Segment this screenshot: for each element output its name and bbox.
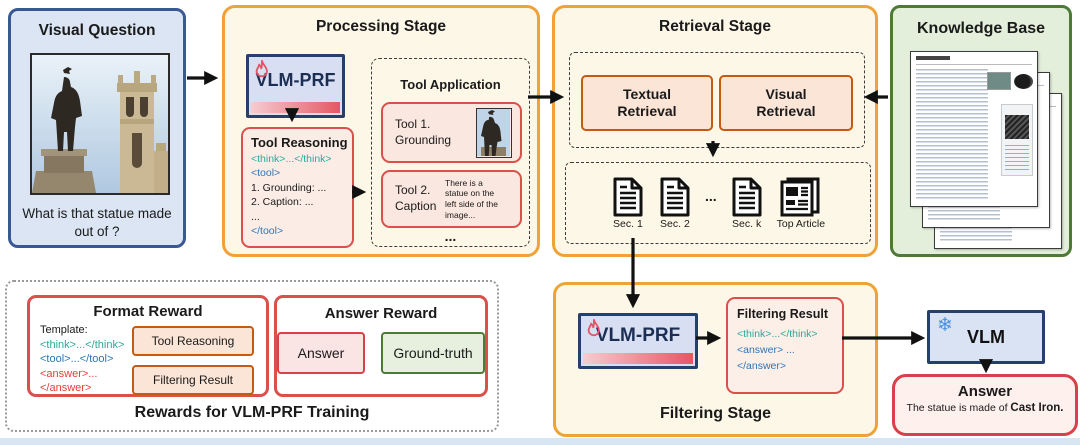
vlm-prf-label: VLM-PRF [595,325,681,346]
tool2-caption-box: Tool 2. Caption There is a statue on the… [381,170,522,228]
rewards-caption: Rewards for VLM-PRF Training [134,404,370,421]
ground-truth-chip: Ground-truth [381,332,485,374]
docs-ellipsis: ... [704,188,717,204]
query-image [30,53,170,195]
doc-sec-2: Sec. 2 [658,177,692,230]
tool1-line1: Tool 1. [395,116,431,131]
chip-filtering-result-label: Filtering Result [152,373,234,387]
template-think-tag: <think>...</think> [40,338,125,351]
visual-question-title: Visual Question [38,22,156,39]
tool-open-tag: <tool> [251,167,281,180]
chip-tool-reasoning-label: Tool Reasoning [151,334,235,348]
article-image-pan [1014,74,1033,89]
retrieval-stage: Retrieval Stage Textual Retrieval Visual… [552,5,878,257]
vlm-box: ❄ VLM [927,310,1045,364]
answer-chip-label: Answer [297,345,345,361]
tool2-line1: Tool 2. [395,183,431,198]
snowflake-icon: ❄ [937,315,953,336]
filtering-stage: VLM-PRF Filtering Result <think>...</thi… [553,282,878,437]
retrieved-docs-box: Sec. 1 Sec. 2 ... Sec. k [565,162,871,244]
filtering-result-box: Filtering Result <think>...</think> <ans… [726,297,844,394]
visual-retrieval-box: Visual Retrieval [719,75,853,131]
answer-sentence-prefix: The statue is made of [906,402,1011,414]
doc-sec-1: Sec. 1 [611,177,645,230]
template-tool-tag: <tool>...</tool> [40,353,114,366]
document-icon [613,177,643,216]
top-article-item: Top Article [777,177,825,230]
vlm-label: VLM [967,327,1005,347]
tools-ellipsis: ... [444,228,457,244]
tool-close-tag: </tool> [251,225,284,238]
grounding-crop-image [476,107,512,158]
processing-stage-title: Processing Stage [315,18,447,35]
doc-label: Sec. 2 [660,217,690,230]
retrieval-methods-box: Textual Retrieval Visual Retrieval [569,52,865,148]
chip-tool-reasoning: Tool Reasoning [132,326,254,356]
template-answer-tag: <answer>...</answer> [40,367,98,395]
training-progress-bar [583,353,693,364]
kb-article-page-1 [910,51,1038,207]
training-progress-bar [251,102,340,113]
doc-label: Sec. 1 [613,217,643,230]
top-article-label: Top Article [776,217,826,230]
vlm-prf-box-filtering: VLM-PRF [578,313,698,369]
caption-output-text: There is a statue on the left side of th… [445,177,498,220]
tool1-line2: Grounding [395,132,452,147]
think-tag: <think>...</think> [737,328,818,340]
article-image-texture [987,72,1011,90]
tool1-grounding-box: Tool 1. Grounding [381,102,522,163]
tool-reasoning-box: Tool Reasoning <think>...</think> <tool>… [241,127,354,248]
article-text-lines [916,69,988,200]
format-reward-box: Format Reward Template: <think>...</thin… [27,295,269,397]
answer-reward-box: Answer Reward Answer Ground-truth [274,295,488,397]
knowledge-base-box: Knowledge Base [890,5,1072,257]
ground-truth-chip-label: Ground-truth [393,345,473,361]
template-label: Template: [40,324,88,336]
doc-sec-k: Sec. k [730,177,764,230]
answer-reward-title: Answer Reward [324,305,438,322]
tool-reasoning-title: Tool Reasoning [251,135,348,150]
document-icon [660,177,690,216]
tool-application-box: Tool Application Tool 1. Grounding [371,58,530,247]
answer-open-tag: <answer> ... [737,343,795,356]
processing-stage: Processing Stage VLM-PRF Tool Reasoning … [222,5,540,257]
think-tag: <think>...</think> [251,153,332,165]
vlm-prf-box-processing: VLM-PRF [246,54,345,118]
final-answer-title: Answer [957,383,1013,400]
retrieval-stage-title: Retrieval Stage [659,18,771,35]
visual-question-box: Visual Question [8,8,186,248]
visual-retrieval-label: Visual Retrieval [756,86,816,119]
answer-sentence-bold: Cast Iron. [1010,402,1064,414]
doc-label: Sec. k [732,217,762,230]
answer-chip: Answer [277,332,365,374]
flame-icon [252,58,272,87]
tool-item-grounding: 1. Grounding: ... [251,181,327,194]
chip-filtering-result: Filtering Result [132,365,254,395]
textual-retrieval-label: Textual Retrieval [617,86,677,119]
answer-close-tag: </answer> [737,359,787,372]
flame-icon [584,317,604,346]
statue-photo-graphic [32,55,168,193]
document-icon [732,177,762,216]
tool2-line2: Caption [395,199,437,213]
tool-items-ellipsis: ... [251,210,260,223]
article-title-bar [916,56,950,60]
newspaper-icon [780,177,820,216]
tool-application-title: Tool Application [400,77,501,92]
final-answer-box: Answer The statue is made of Cast Iron. [892,374,1078,436]
filtering-result-title: Filtering Result [737,307,828,321]
tool-item-caption: 2. Caption: ... [251,196,314,209]
filtering-stage-title: Filtering Stage [659,405,772,422]
format-reward-title: Format Reward [93,303,203,320]
article-infobox [1001,104,1033,176]
rewards-panel: Format Reward Template: <think>...</thin… [5,280,499,432]
vlm-prf-label: VLM-PRF [255,70,336,90]
question-text: What is that statue made out of ? [22,206,172,240]
knowledge-base-title: Knowledge Base [916,20,1046,37]
page-bottom-strip [0,438,1080,445]
final-answer-sentence: The statue is made of Cast Iron. [895,402,1075,414]
textual-retrieval-box: Textual Retrieval [581,75,713,131]
